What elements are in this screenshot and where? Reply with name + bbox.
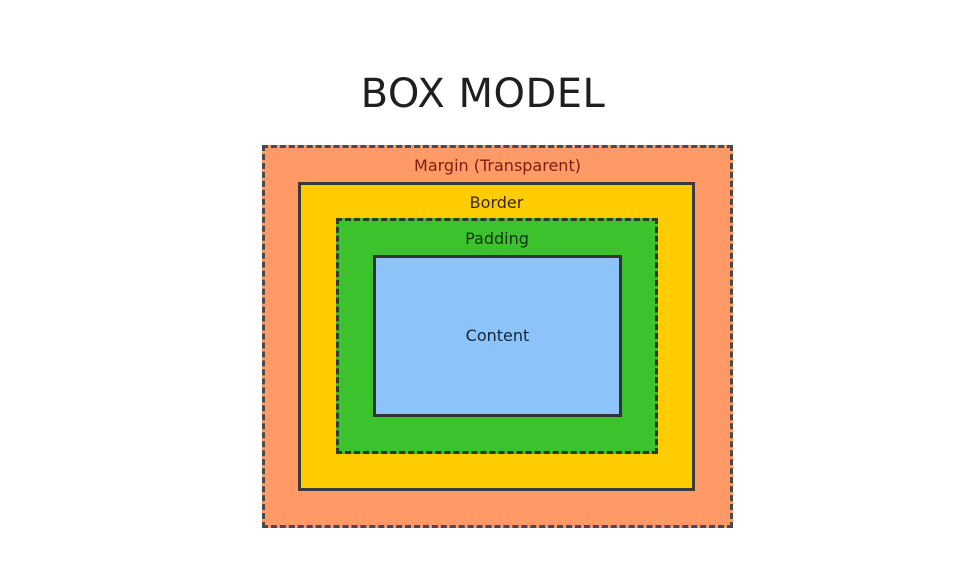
padding-label: Padding [465, 229, 529, 248]
content-label: Content [465, 326, 530, 345]
margin-label: Margin (Transparent) [414, 156, 581, 175]
border-label: Border [469, 193, 524, 212]
diagram-title: BOX MODEL [360, 71, 606, 117]
content-box: Content [373, 255, 622, 417]
